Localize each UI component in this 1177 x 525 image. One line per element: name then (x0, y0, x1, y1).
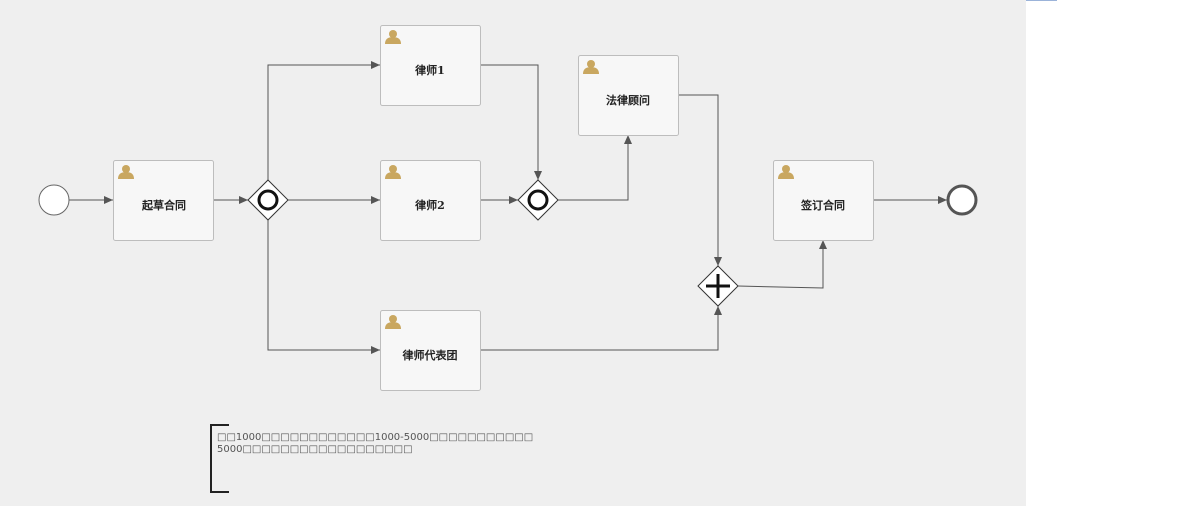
inclusive-gateway-icon (257, 189, 279, 211)
parallel-gateway-join[interactable] (697, 265, 739, 307)
task-draft-contract[interactable]: 起草合同 (113, 160, 214, 241)
flow-join-legal-advisor[interactable] (558, 135, 632, 201)
task-label: 法律顾问 (606, 93, 650, 107)
flow-gateway-lawyer1[interactable] (267, 61, 380, 180)
task-lawyer-team[interactable]: 律师代表团 (380, 310, 481, 391)
task-lawyer2[interactable]: 律师2 (380, 160, 481, 241)
flow-lawyer1-join[interactable] (480, 64, 542, 180)
plus-icon (706, 274, 730, 298)
task-label: 签订合同 (800, 198, 845, 212)
flow-legal-advisor-parallel[interactable] (678, 94, 722, 266)
start-event[interactable] (38, 184, 70, 216)
task-lawyer1[interactable]: 律师1 (380, 25, 481, 106)
task-label: 律师1 (414, 63, 445, 77)
flow-gateway-lawyer-team[interactable] (267, 220, 380, 354)
flow-lawyer-team-parallel[interactable] (480, 306, 722, 351)
inclusive-gateway-join[interactable] (517, 179, 559, 221)
task-sign-contract[interactable]: 签订合同 (773, 160, 874, 241)
task-legal-advisor[interactable]: 法律顾问 (578, 55, 679, 136)
task-label: 律师代表团 (402, 348, 458, 362)
inclusive-gateway-icon (527, 189, 549, 211)
scrollbar-hint (1026, 0, 1057, 1)
end-event[interactable] (946, 184, 978, 216)
text-annotation[interactable]: □□1000□□□□□□□□□□□□1000-5000□□□□□□□□□□□ 5… (210, 424, 533, 493)
task-label: 起草合同 (141, 198, 186, 212)
flow-parallel-sign[interactable] (737, 240, 827, 289)
task-label: 律师2 (414, 198, 445, 212)
inclusive-gateway-split[interactable] (247, 179, 289, 221)
diagram-canvas (0, 0, 1026, 506)
annotation-line-1: □□1000□□□□□□□□□□□□1000-5000□□□□□□□□□□□ (217, 432, 533, 443)
annotation-line-2: 5000□□□□□□□□□□□□□□□□□□ (217, 444, 413, 455)
